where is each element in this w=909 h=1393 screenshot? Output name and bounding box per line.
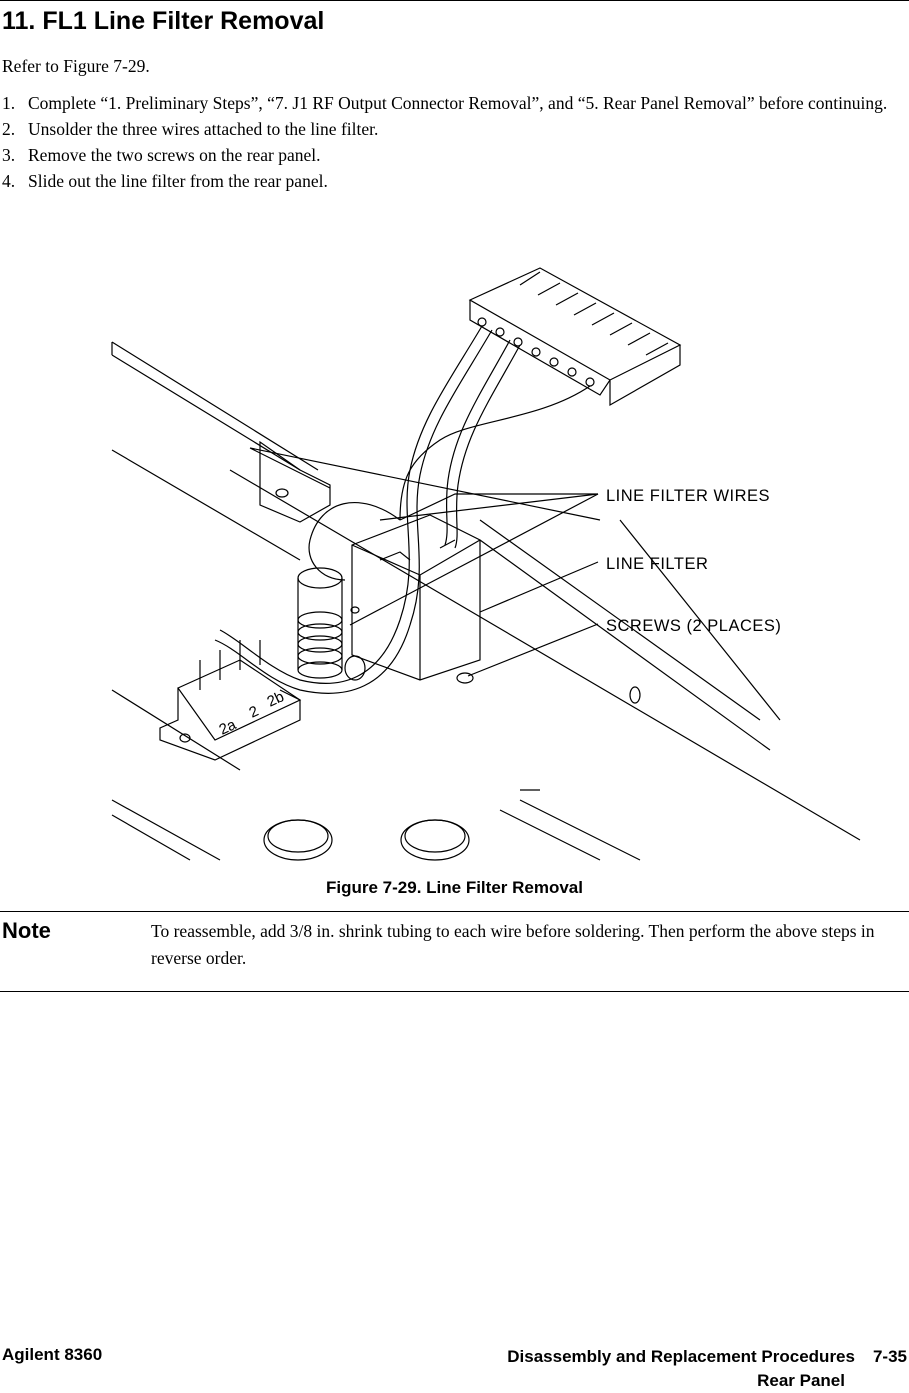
note-label: Note [2,918,51,943]
section-title: 11. FL1 Line Filter Removal [2,7,325,35]
terminal-label-2: 2 [247,703,262,722]
callout-line-filter: LINE FILTER [606,555,708,573]
note-top-rule [0,911,909,912]
wire-connector [468,267,682,407]
footer-right: Disassembly and Replacement Procedures 7-… [507,1345,907,1393]
callout-screws: SCREWS (2 PLACES) [606,617,781,635]
page-number: 7-35 [872,1347,907,1366]
step-number: 1. [2,93,16,113]
footer-chapter-title: Disassembly and Replacement Procedures [507,1347,855,1366]
screws [350,606,474,684]
step-number: 4. [2,171,16,191]
chassis-rails [111,341,861,861]
terminal-label-2a: 2a [217,716,240,739]
figure-caption: Figure 7-29. Line Filter Removal [326,878,583,897]
footer-subsection: Rear Panel [757,1371,845,1390]
step-text: Complete “1. Preliminary Steps”, “7. J1 … [28,93,888,113]
footer-product: Agilent 8360 [2,1345,103,1364]
step-item: 2. Unsolder the three wires attached to t… [2,116,902,142]
filter-component [297,567,366,681]
step-item: 3. Remove the two screws on the rear pane… [2,142,902,168]
mounting-bracket [259,440,331,523]
line-filter-illustration: 2a 2 2b LINE FILTER WIRES LINE FILTER SC… [111,267,861,861]
panel-holes [263,686,641,861]
step-number: 2. [2,119,16,139]
step-text: Slide out the line filter from the rear … [28,171,328,191]
step-text: Remove the two screws on the rear panel. [28,145,321,165]
procedure-steps: 1. Complete “1. Preliminary Steps”, “7. J… [2,90,902,194]
line-filter-body [351,514,481,681]
top-rule [0,0,909,1]
terminal-label-2b: 2b [265,688,287,710]
step-item: 1. Complete “1. Preliminary Steps”, “7. J… [2,90,902,116]
step-text: Unsolder the three wires attached to the… [28,119,379,139]
note-text: To reassemble, add 3/8 in. shrink tubing… [151,921,875,968]
terminal-block: 2a 2 2b [159,640,302,761]
step-item: 4. Slide out the line filter from the rea… [2,168,902,194]
intro-text: Refer to Figure 7-29. [2,56,150,76]
callout-leaders [349,493,599,677]
callout-line-filter-wires: LINE FILTER WIRES [606,487,770,505]
step-number: 3. [2,145,16,165]
note-bottom-rule [0,991,909,992]
